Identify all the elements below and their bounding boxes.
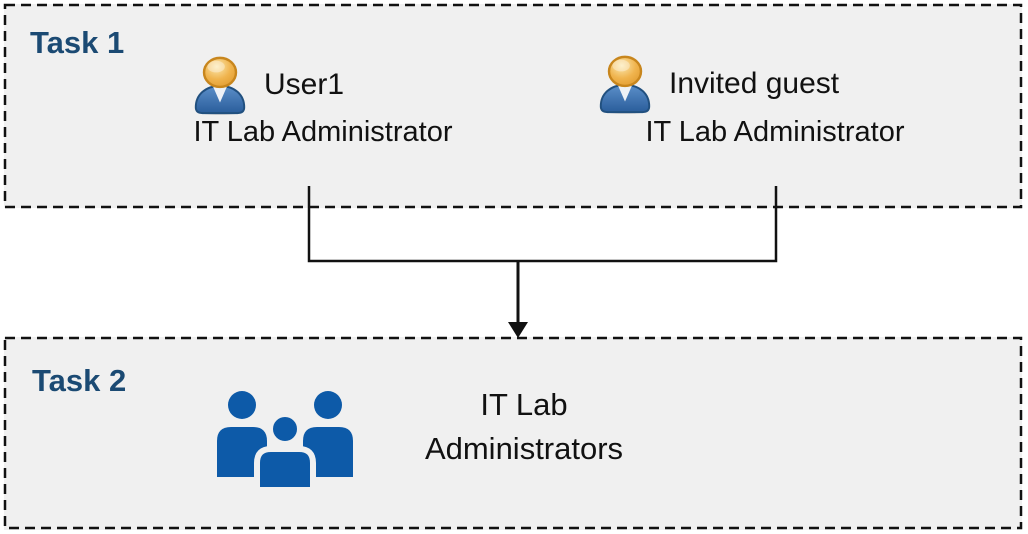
member1-role: IT Lab Administrator [193, 116, 453, 148]
group-label-line1: IT Lab [480, 387, 568, 422]
member1-row: User1 [189, 54, 344, 116]
member2-row: Invited guest [594, 53, 839, 115]
member2-name: Invited guest [669, 67, 840, 100]
member1-name: User1 [264, 68, 345, 101]
arrowhead-icon [508, 322, 528, 338]
member2-role: IT Lab Administrator [645, 116, 905, 148]
group-label-line2: Administrators [424, 431, 624, 466]
task2-title: Task 2 [32, 363, 127, 398]
task1-box [4, 4, 1022, 208]
people-group-icon [217, 391, 353, 490]
group-label: IT Lab Administrators [354, 383, 694, 471]
person-icon [194, 56, 246, 116]
task1-title: Task 1 [30, 25, 125, 60]
person-icon [599, 55, 651, 115]
